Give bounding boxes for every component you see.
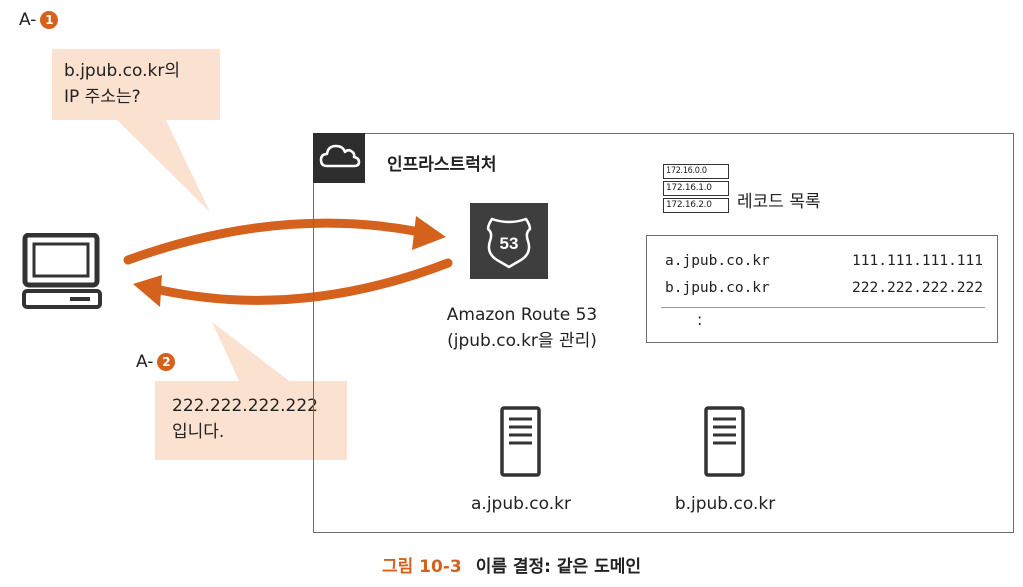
record-domain: b.jpub.co.kr xyxy=(665,280,770,296)
record-row: b.jpub.co.kr 222.222.222.222 xyxy=(665,280,983,296)
bubble-1-tail xyxy=(115,118,210,212)
record-icon-row-3: 172.16.2.0 xyxy=(663,198,729,213)
bubble-1-text: b.jpub.co.kr의 IP 주소는? xyxy=(64,58,180,110)
figure-caption: 그림 10-3 이름 결정: 같은 도메인 xyxy=(0,552,1023,577)
step-1-prefix: A- xyxy=(19,10,37,30)
bubble-1-shape xyxy=(52,49,220,120)
infrastructure-title: 인프라스트럭처 xyxy=(387,155,497,175)
route53-caption-line-1: Amazon Route 53 xyxy=(446,305,598,325)
request-arrowhead xyxy=(412,216,446,250)
step-1-label: A- 1 xyxy=(19,10,59,30)
step-1-number: 1 xyxy=(40,11,59,29)
record-ip: 111.111.111.111 xyxy=(852,253,983,269)
figure-number: 그림 10-3 xyxy=(381,557,462,577)
step-2-number: 2 xyxy=(157,353,176,371)
step-2-label: A- 2 xyxy=(136,352,176,372)
step-2-prefix: A- xyxy=(136,352,154,372)
records-divider xyxy=(661,307,985,308)
route53-badge-text: 53 xyxy=(500,234,519,253)
server-a-icon xyxy=(500,406,541,477)
computer-icon xyxy=(22,233,102,309)
bubble-1-line-2: IP 주소는? xyxy=(64,87,141,107)
bubble-2-shape xyxy=(155,381,347,460)
server-a-label: a.jpub.co.kr xyxy=(471,494,571,514)
server-b-icon xyxy=(704,406,745,477)
records-ellipsis: : xyxy=(697,310,703,329)
bubble-2-line-1: 222.222.222.222 xyxy=(172,396,319,416)
record-ip: 222.222.222.222 xyxy=(852,280,983,296)
route53-shield-icon: 53 xyxy=(486,217,532,269)
record-icon-row-2: 172.16.1.0 xyxy=(663,181,729,196)
records-title: 레코드 목록 xyxy=(737,192,821,212)
route53-caption: Amazon Route 53 (jpub.co.kr을 관리) xyxy=(412,302,632,354)
server-b-label: b.jpub.co.kr xyxy=(674,494,776,514)
route53-caption-line-2: (jpub.co.kr을 관리) xyxy=(447,331,597,351)
bubble-1-line-1: b.jpub.co.kr의 xyxy=(64,61,181,81)
response-arrow xyxy=(155,258,453,305)
response-arrowhead xyxy=(133,275,162,307)
figure-title: 이름 결정: 같은 도메인 xyxy=(475,557,642,577)
bubble-2-line-2: 입니다. xyxy=(172,422,225,442)
bubble-2-tail xyxy=(212,322,292,383)
record-list-icon: 172.16.0.0 172.16.1.0 172.16.2.0 xyxy=(663,164,729,213)
infrastructure-box xyxy=(313,133,1014,533)
request-arrow xyxy=(123,218,425,265)
records-table: a.jpub.co.kr 111.111.111.111 b.jpub.co.k… xyxy=(646,235,998,343)
bubble-2-text: 222.222.222.222 입니다. xyxy=(172,393,318,445)
record-icon-row-1: 172.16.0.0 xyxy=(663,164,729,179)
cloud-icon xyxy=(319,144,361,168)
record-row: a.jpub.co.kr 111.111.111.111 xyxy=(665,253,983,269)
record-domain: a.jpub.co.kr xyxy=(665,253,770,269)
cloud-tile xyxy=(313,133,365,183)
route53-tile: 53 xyxy=(470,203,548,279)
